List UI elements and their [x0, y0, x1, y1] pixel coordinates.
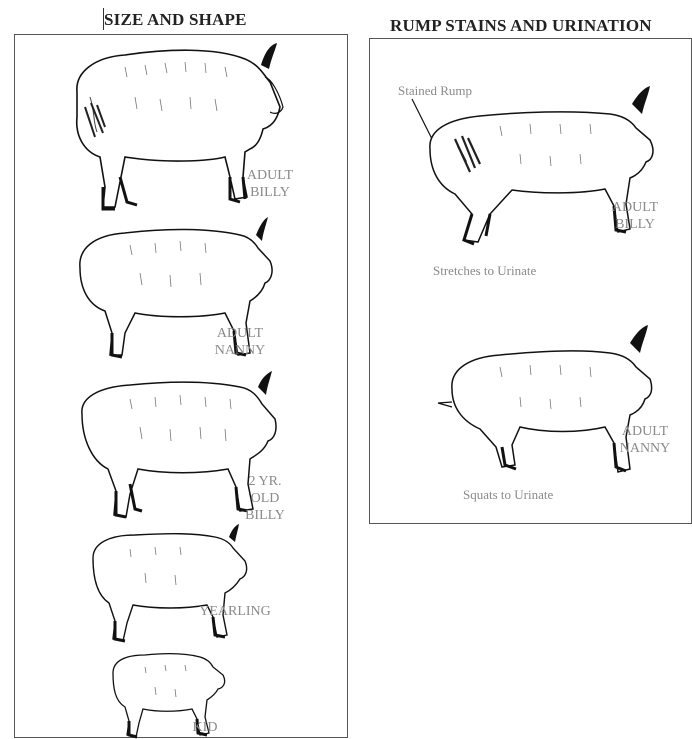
- right-panel-title: RUMP STAINS AND URINATION: [390, 16, 652, 36]
- label-kid: KID: [175, 719, 235, 736]
- goat-illustration-billy-stretch: [400, 64, 690, 264]
- rump-stains-panel: Stained Rump ADULT BILLY Stretches to Ur…: [369, 38, 692, 524]
- label-2yr-old-billy: 2 YR. OLD BILLY: [225, 473, 305, 524]
- label-yearling: YEARLING: [185, 603, 285, 620]
- label-adult-billy: ADULT BILLY: [235, 167, 305, 201]
- figure-kid: KID: [105, 643, 305, 739]
- figure-adult-billy: ADULT BILLY: [65, 37, 295, 217]
- caption-squats-to-urinate: Squats to Urinate: [463, 487, 553, 503]
- figure-adult-nanny: ADULT NANNY: [70, 213, 290, 363]
- label-squatting-adult-nanny: ADULT NANNY: [600, 423, 690, 457]
- caption-stretches-to-urinate: Stretches to Urinate: [433, 263, 536, 279]
- figure-billy-urinating: ADULT BILLY: [400, 64, 690, 264]
- text-cursor: [103, 8, 104, 30]
- size-and-shape-panel: ADULT BILLY ADULT NANNY 2 YR. OLD BILLY …: [14, 34, 348, 738]
- left-panel-title: SIZE AND SHAPE: [104, 10, 247, 30]
- figure-2yr-old-billy: 2 YR. OLD BILLY: [70, 369, 300, 529]
- label-urinating-adult-billy: ADULT BILLY: [595, 199, 675, 233]
- label-adult-nanny: ADULT NANNY: [200, 325, 280, 359]
- goat-illustration-yearling: [85, 523, 305, 648]
- goat-illustration-nanny-squat: [430, 307, 690, 497]
- figure-yearling: YEARLING: [85, 523, 305, 648]
- figure-nanny-squatting: ADULT NANNY: [430, 307, 690, 497]
